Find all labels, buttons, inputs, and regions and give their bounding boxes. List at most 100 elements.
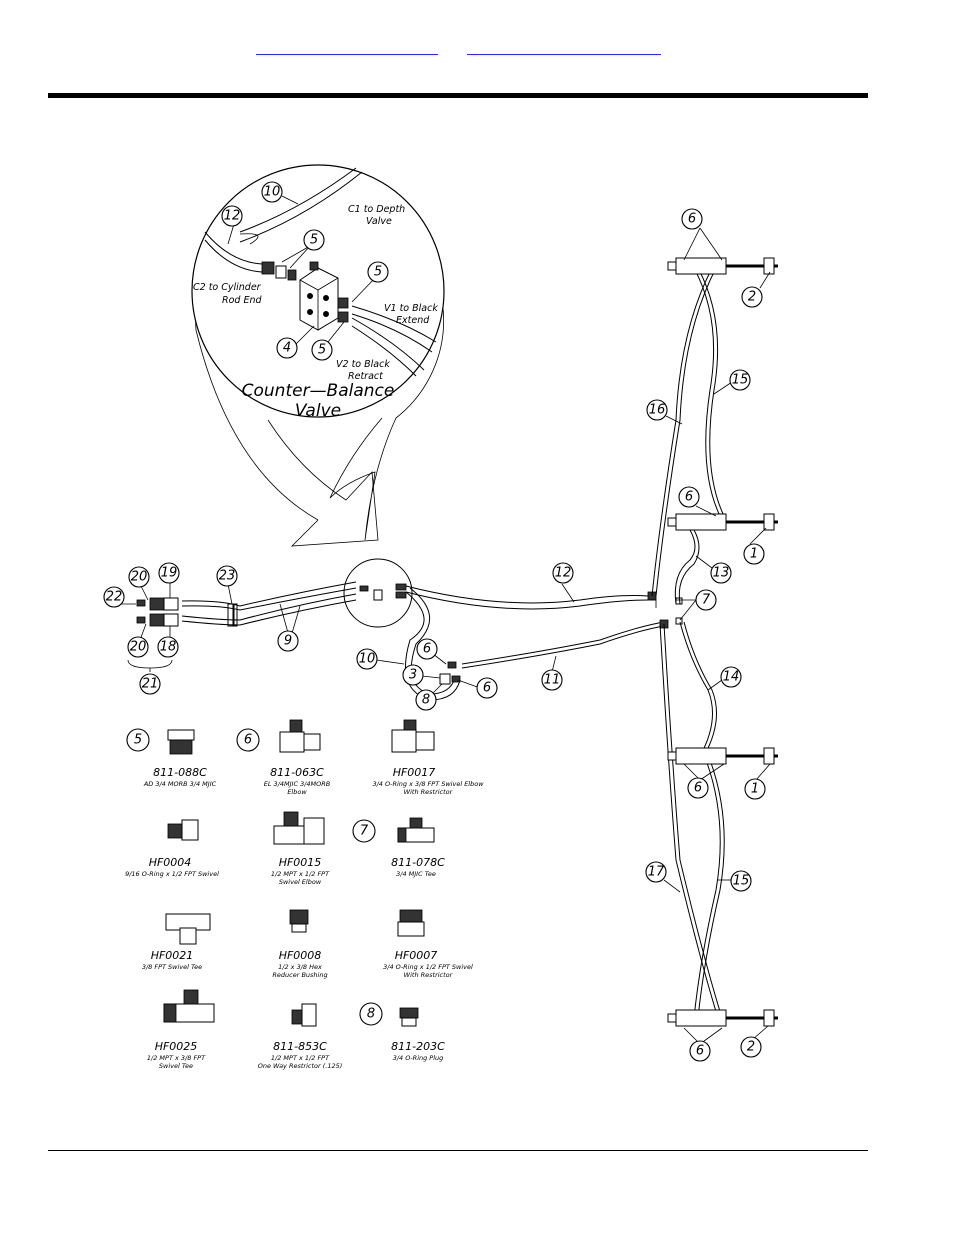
callout-8-legend: 8 (359, 1002, 383, 1026)
parts-legend-icons: 811-088C AD 3/4 MORB 3/4 MJIC 811-063C E… (125, 719, 484, 1070)
note-c2-line2: Rod End (222, 295, 262, 306)
part-desc: 9/16 O-Ring x 1/2 FPT Swivel (125, 870, 219, 878)
part-desc: 3/4 O-Ring x 3/8 FPT Swivel Elbow (372, 780, 484, 788)
fitting-HF0017 (391, 719, 435, 753)
note-c1-line1: C1 to Depth (348, 204, 405, 215)
svg-text:23: 23 (219, 569, 236, 584)
fitting-HF0004 (167, 819, 199, 841)
part-number: 811-078C (391, 856, 445, 869)
callout-6: 6 (681, 208, 703, 230)
callout-15: 15 (729, 369, 751, 391)
note-v1-line2: Extend (396, 315, 430, 326)
svg-text:22: 22 (106, 590, 123, 605)
callout-18: 18 (157, 636, 179, 658)
callout-23: 23 (216, 565, 238, 587)
part-desc: 3/4 O-Ring x 1/2 FPT Swivel (383, 963, 473, 971)
callout-9: 9 (277, 630, 299, 652)
callout-12: 12 (221, 205, 243, 227)
callout-20: 20 (127, 636, 149, 658)
callout-19: 19 (158, 562, 180, 584)
callout-21: 21 (139, 673, 161, 695)
fitting-HF0007 (397, 909, 425, 937)
svg-text:5: 5 (318, 343, 326, 358)
part-desc: 3/4 MJIC Tee (396, 870, 436, 878)
part-number: 811-853C (273, 1040, 327, 1053)
bottom-rule (48, 1150, 868, 1151)
part-desc: 3/4 O-Ring Plug (393, 1054, 444, 1062)
svg-text:8: 8 (422, 693, 430, 708)
svg-text:12: 12 (555, 566, 572, 581)
detail-bubble: C1 to Depth Valve C2 to Cylinder Rod End… (191, 164, 445, 547)
fitting-HF0008 (289, 909, 309, 933)
svg-text:5: 5 (310, 233, 318, 248)
svg-text:10: 10 (264, 185, 281, 200)
callout-6: 6 (678, 486, 700, 508)
svg-text:20: 20 (130, 640, 147, 655)
part-desc: 1/2 MPT x 1/2 FPT (271, 870, 330, 878)
header-link-2[interactable] (467, 38, 661, 55)
svg-text:6: 6 (694, 781, 702, 796)
cylinder-bottom (667, 1009, 778, 1027)
svg-text:4: 4 (283, 341, 291, 356)
part-desc: 1/2 MPT x 1/2 FPT (271, 1054, 330, 1062)
note-c2-line1: C2 to Cylinder (193, 282, 262, 293)
svg-text:6: 6 (244, 733, 252, 748)
part-number: HF0017 (393, 766, 436, 779)
svg-text:13: 13 (713, 566, 730, 581)
part-desc: 1/2 x 3/8 Hex (278, 963, 322, 971)
callout-22: 22 (103, 586, 125, 608)
svg-text:17: 17 (648, 865, 665, 880)
cylinder-lower-mid (667, 747, 778, 765)
callout-2: 2 (740, 1036, 762, 1058)
fitting-HF0025 (163, 989, 215, 1023)
part-number: 811-203C (391, 1040, 445, 1053)
svg-text:18: 18 (160, 640, 177, 655)
fitting-811-088C (167, 729, 195, 755)
callout-3: 3 (402, 664, 424, 686)
note-v2-line2: Retract (348, 371, 384, 382)
callout-10: 10 (261, 181, 283, 203)
part-desc: Elbow (287, 788, 307, 796)
part-desc: One Way Restrictor (.125) (258, 1062, 343, 1070)
part-desc: With Restrictor (404, 788, 454, 796)
svg-text:3: 3 (409, 668, 417, 683)
cylinder-top (667, 257, 778, 275)
callout-7-legend: 7 (352, 819, 376, 843)
svg-text:6: 6 (696, 1044, 704, 1059)
callout-17: 17 (645, 861, 667, 883)
svg-text:16: 16 (649, 403, 666, 418)
part-desc: Swivel Tee (159, 1062, 193, 1070)
callout-12: 12 (552, 562, 574, 584)
fitting-HF0015 (273, 811, 325, 845)
svg-text:8: 8 (367, 1007, 375, 1022)
callout-6: 6 (689, 1040, 711, 1062)
svg-text:6: 6 (423, 642, 431, 657)
callout-11: 11 (541, 669, 563, 691)
svg-text:15: 15 (733, 874, 750, 889)
callout-6: 6 (687, 777, 709, 799)
svg-text:7: 7 (360, 824, 369, 839)
callout-4: 4 (276, 337, 298, 359)
callouts: 10 12 5 5 4 5 6 2 15 16 6 1 13 7 12 20 1… (103, 181, 766, 1062)
callout-6: 6 (476, 677, 498, 699)
callout-5: 5 (311, 339, 333, 361)
part-desc: EL 3/4MJIC 3/4MORB (264, 780, 331, 788)
svg-text:6: 6 (688, 212, 696, 227)
part-number: HF0008 (279, 949, 322, 962)
svg-text:7: 7 (702, 593, 711, 608)
part-number: HF0004 (149, 856, 192, 869)
part-desc: Reducer Bushing (272, 971, 327, 979)
fitting-811-063C (279, 719, 321, 753)
header-link-1[interactable] (256, 38, 438, 55)
cylinder-upper-mid (667, 513, 778, 531)
callout-5: 5 (367, 261, 389, 283)
svg-text:10: 10 (359, 652, 376, 667)
svg-text:5: 5 (134, 733, 142, 748)
note-c1-line2: Valve (366, 216, 392, 227)
note-v1-line1: V1 to Black (384, 303, 438, 314)
part-number: HF0021 (151, 949, 194, 962)
callout-14: 14 (720, 666, 742, 688)
svg-text:9: 9 (284, 634, 292, 649)
svg-text:6: 6 (483, 681, 491, 696)
